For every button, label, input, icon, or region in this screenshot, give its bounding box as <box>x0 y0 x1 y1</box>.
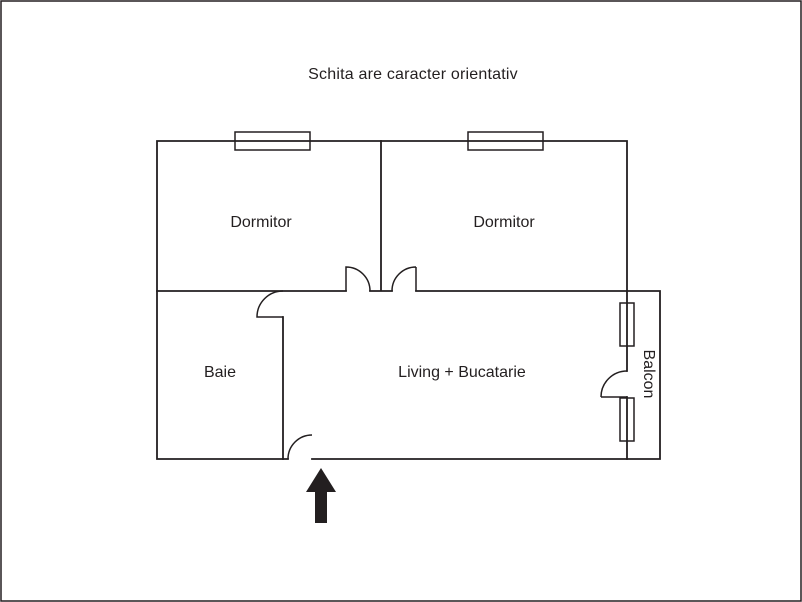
entrance-arrow-icon <box>306 468 336 523</box>
label-dormitor-right: Dormitor <box>473 214 535 231</box>
window-balcon-top <box>619 302 635 347</box>
room-labels: Dormitor Dormitor Baie Living + Bucatari… <box>204 214 657 398</box>
walls <box>156 140 661 460</box>
door-dormitor-left <box>345 266 371 292</box>
door-entrance <box>287 434 313 460</box>
label-baie: Baie <box>204 364 236 381</box>
label-living: Living + Bucatarie <box>398 364 526 381</box>
window-dormitor-right <box>467 131 544 151</box>
door-dormitor-right <box>391 266 417 292</box>
label-balcon: Balcon <box>640 350 657 399</box>
window-balcon-bottom <box>619 397 635 442</box>
door-baie <box>256 290 284 318</box>
doors <box>256 266 628 460</box>
door-balcon <box>600 370 628 398</box>
interior-walls <box>156 140 628 460</box>
outer-walls <box>156 140 661 460</box>
window-dormitor-left <box>234 131 311 151</box>
label-dormitor-left: Dormitor <box>230 214 292 231</box>
windows <box>234 131 635 442</box>
plan-title: Schita are caracter orientativ <box>308 66 518 83</box>
